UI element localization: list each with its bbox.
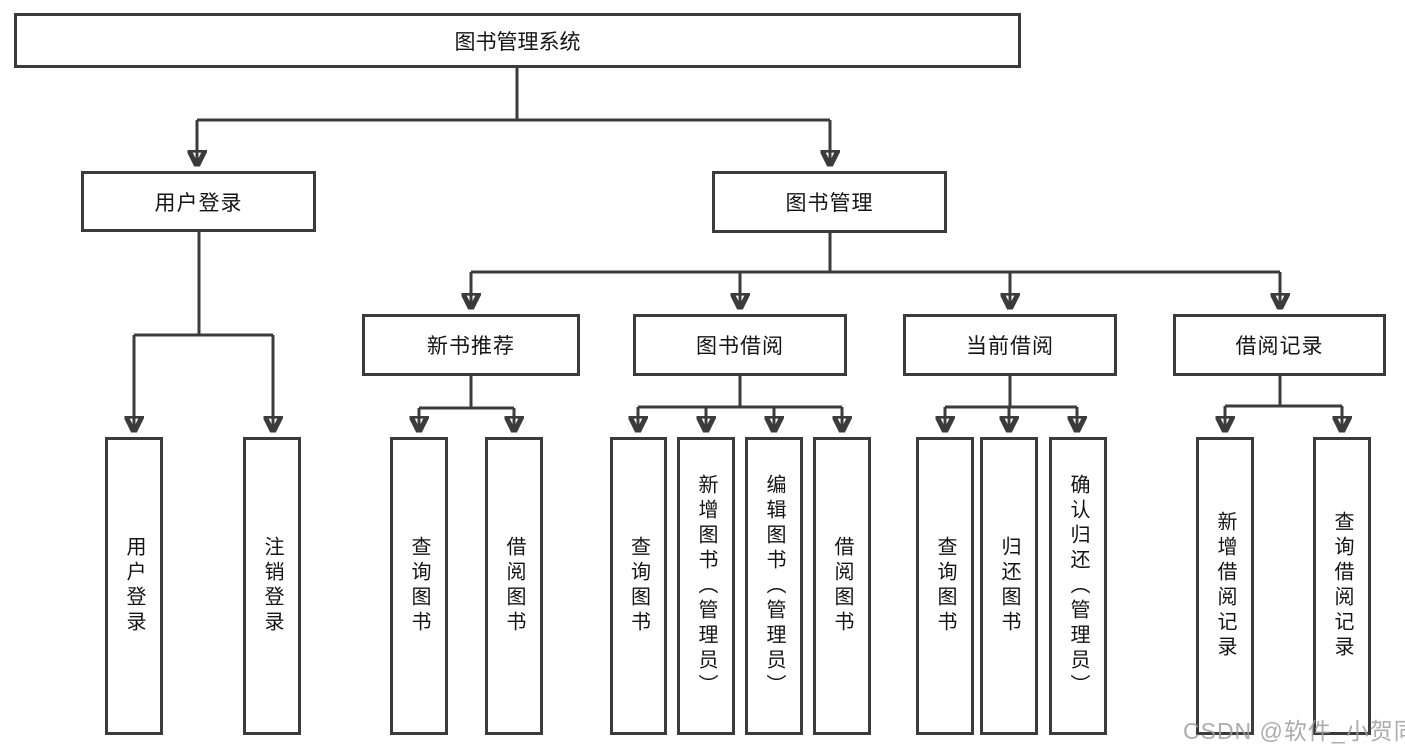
leaf-logout: 注销登录 <box>243 437 301 735</box>
leaf-borrow-books-recommend: 借阅图书 <box>485 437 543 735</box>
leaf-query-borrow-record: 查询借阅记录 <box>1313 437 1371 735</box>
csdn-watermark: CSDN @软件_小贺同学 <box>1183 718 1405 744</box>
leaf-add-books-admin: 新增图书（管理员） <box>677 437 735 735</box>
leaf-user-login: 用户登录 <box>105 437 163 735</box>
node-user-login: 用户登录 <box>81 171 316 232</box>
leaf-confirm-return-admin: 确认归还（管理员） <box>1049 437 1107 735</box>
node-current-borrowing: 当前借阅 <box>903 314 1117 376</box>
connector-borrow-records <box>1225 376 1342 431</box>
node-borrowing-records: 借阅记录 <box>1173 314 1386 376</box>
leaf-query-books-borrow: 查询图书 <box>610 437 667 735</box>
connector-book-borrow <box>638 376 842 431</box>
leaf-return-books: 归还图书 <box>980 437 1038 735</box>
node-book-management: 图书管理 <box>712 171 947 233</box>
connector-new-book-rec <box>419 376 514 431</box>
connector-root <box>197 68 830 165</box>
connector-user-login <box>134 232 273 431</box>
connector-current-borrow <box>945 376 1077 431</box>
node-library-system: 图书管理系统 <box>14 13 1021 68</box>
leaf-query-books-current: 查询图书 <box>916 437 974 735</box>
node-book-borrowing: 图书借阅 <box>633 314 847 376</box>
connector-book-management <box>471 233 1280 308</box>
leaf-query-books-recommend: 查询图书 <box>390 437 448 735</box>
node-new-book-recommend: 新书推荐 <box>362 314 580 376</box>
leaf-edit-books-admin: 编辑图书（管理员） <box>745 437 803 735</box>
leaf-borrow-books: 借阅图书 <box>813 437 871 735</box>
leaf-add-borrow-record: 新增借阅记录 <box>1196 437 1254 735</box>
